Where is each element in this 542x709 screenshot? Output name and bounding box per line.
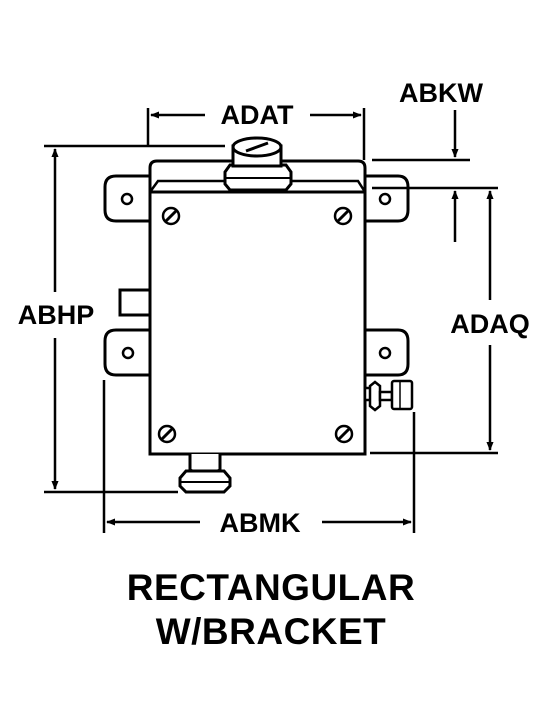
- enclosure-body: [148, 159, 367, 456]
- top-knob-icon: [223, 136, 293, 192]
- dimension-adaq: ADAQ: [370, 190, 530, 455]
- label-abkw: ABKW: [399, 78, 483, 108]
- dimension-abkw: ABKW: [372, 78, 498, 242]
- screw-icon: [161, 206, 181, 226]
- caption-line-1: RECTANGULAR: [126, 567, 416, 608]
- bottom-fitting-icon: [178, 454, 232, 494]
- screw-icon: [334, 424, 354, 444]
- left-mid-bracket: [103, 328, 150, 377]
- dimension-adat: ADAT: [146, 100, 366, 160]
- right-top-bracket: [365, 174, 410, 223]
- screw-icon: [333, 206, 353, 226]
- screw-icon: [157, 424, 177, 444]
- label-adat: ADAT: [221, 100, 294, 130]
- caption-line-2: W/BRACKET: [155, 611, 387, 652]
- left-side-tab: [118, 288, 152, 317]
- left-top-bracket: [103, 174, 150, 223]
- label-adaq: ADAQ: [450, 309, 530, 339]
- label-abhp: ABHP: [18, 300, 95, 330]
- dimension-abhp: ABHP: [18, 144, 225, 494]
- label-abmk: ABMK: [220, 508, 301, 538]
- right-mid-bracket: [365, 328, 410, 377]
- right-valve-icon: [363, 379, 414, 412]
- dimension-abmk: ABMK: [102, 380, 416, 538]
